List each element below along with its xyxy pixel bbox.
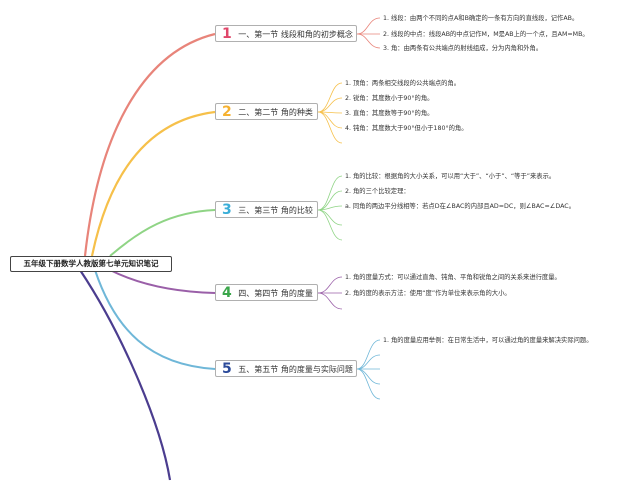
section-1-number: 1	[222, 26, 232, 42]
section-4-item-1: 1. 角的度量方式：可以通过直角、钝角、平角和锐角之间的关系来进行度量。	[345, 274, 561, 281]
branch-5	[94, 269, 216, 370]
root-title: 五年级下册数学人教版第七单元知识笔记	[23, 259, 159, 268]
section-2-item-3: 3. 直角：其度数等于90°的角。	[345, 110, 434, 117]
section-4-node[interactable]: 4 四、第四节 角的度量	[215, 284, 318, 301]
section-4-number: 4	[222, 285, 232, 301]
branch-4	[109, 269, 216, 294]
root-topic[interactable]: 五年级下册数学人教版第七单元知识笔记	[10, 256, 172, 272]
section-3-item-1: 1. 角的比较：根据角的大小关系，可以用“大于”、“小于”、“等于”来表示。	[345, 173, 556, 180]
section-1-node[interactable]: 1 一、第一节 线段和角的初步概念	[215, 25, 357, 42]
branch-1	[83, 32, 216, 257]
branch-extra	[79, 269, 172, 481]
section-3-item-2: 2. 角的三个比较定理：	[345, 188, 410, 195]
section-3-node[interactable]: 3 三、第三节 角的比较	[215, 201, 318, 218]
section-5-number: 5	[222, 361, 232, 377]
section-5-item-1: 1. 角的度量应用举例：在日常生活中，可以通过角的度量来解决实际问题。	[383, 337, 593, 344]
section-4-title: 四、第四节 角的度量	[238, 289, 313, 298]
section-2-item-4: 4. 钝角：其度数大于90°但小于180°的角。	[345, 125, 468, 132]
section-2-item-2: 2. 锐角：其度数小于90°的角。	[345, 95, 434, 102]
section-1-title: 一、第一节 线段和角的初步概念	[238, 30, 353, 39]
section-3-item-3: a. 同角的两边平分线相等：若点D在∠BAC的内部且AD=DC，则∠BAC=∠D…	[345, 203, 575, 210]
branch-2	[90, 110, 216, 257]
section-5-node[interactable]: 5 五、第五节 角的度量与实际问题	[215, 360, 357, 377]
section-2-node[interactable]: 2 二、第二节 角的种类	[215, 103, 318, 120]
section-1-item-2: 2. 线段的中点：线段AB的中点记作M，M是AB上的一个点，且AM=MB。	[383, 31, 589, 38]
section-1-item-1: 1. 线段：由两个不同的点A和B确定的一条有方向的直线段，记作AB。	[383, 15, 579, 22]
branch-3	[109, 209, 216, 257]
section-4-item-2: 2. 角的度的表示方法：使用“度”作为单位来表示角的大小。	[345, 290, 511, 297]
section-3-title: 三、第三节 角的比较	[238, 206, 313, 215]
section-5-title: 五、第五节 角的度量与实际问题	[238, 365, 353, 374]
section-1-item-3: 3. 角：由两条有公共端点的射线组成，分为内角和外角。	[383, 45, 543, 52]
section-2-title: 二、第二节 角的种类	[238, 108, 313, 117]
section-2-item-1: 1. 顶角：两条相交线段的公共端点的角。	[345, 80, 461, 87]
section-3-number: 3	[222, 202, 232, 218]
section-2-number: 2	[222, 104, 232, 120]
